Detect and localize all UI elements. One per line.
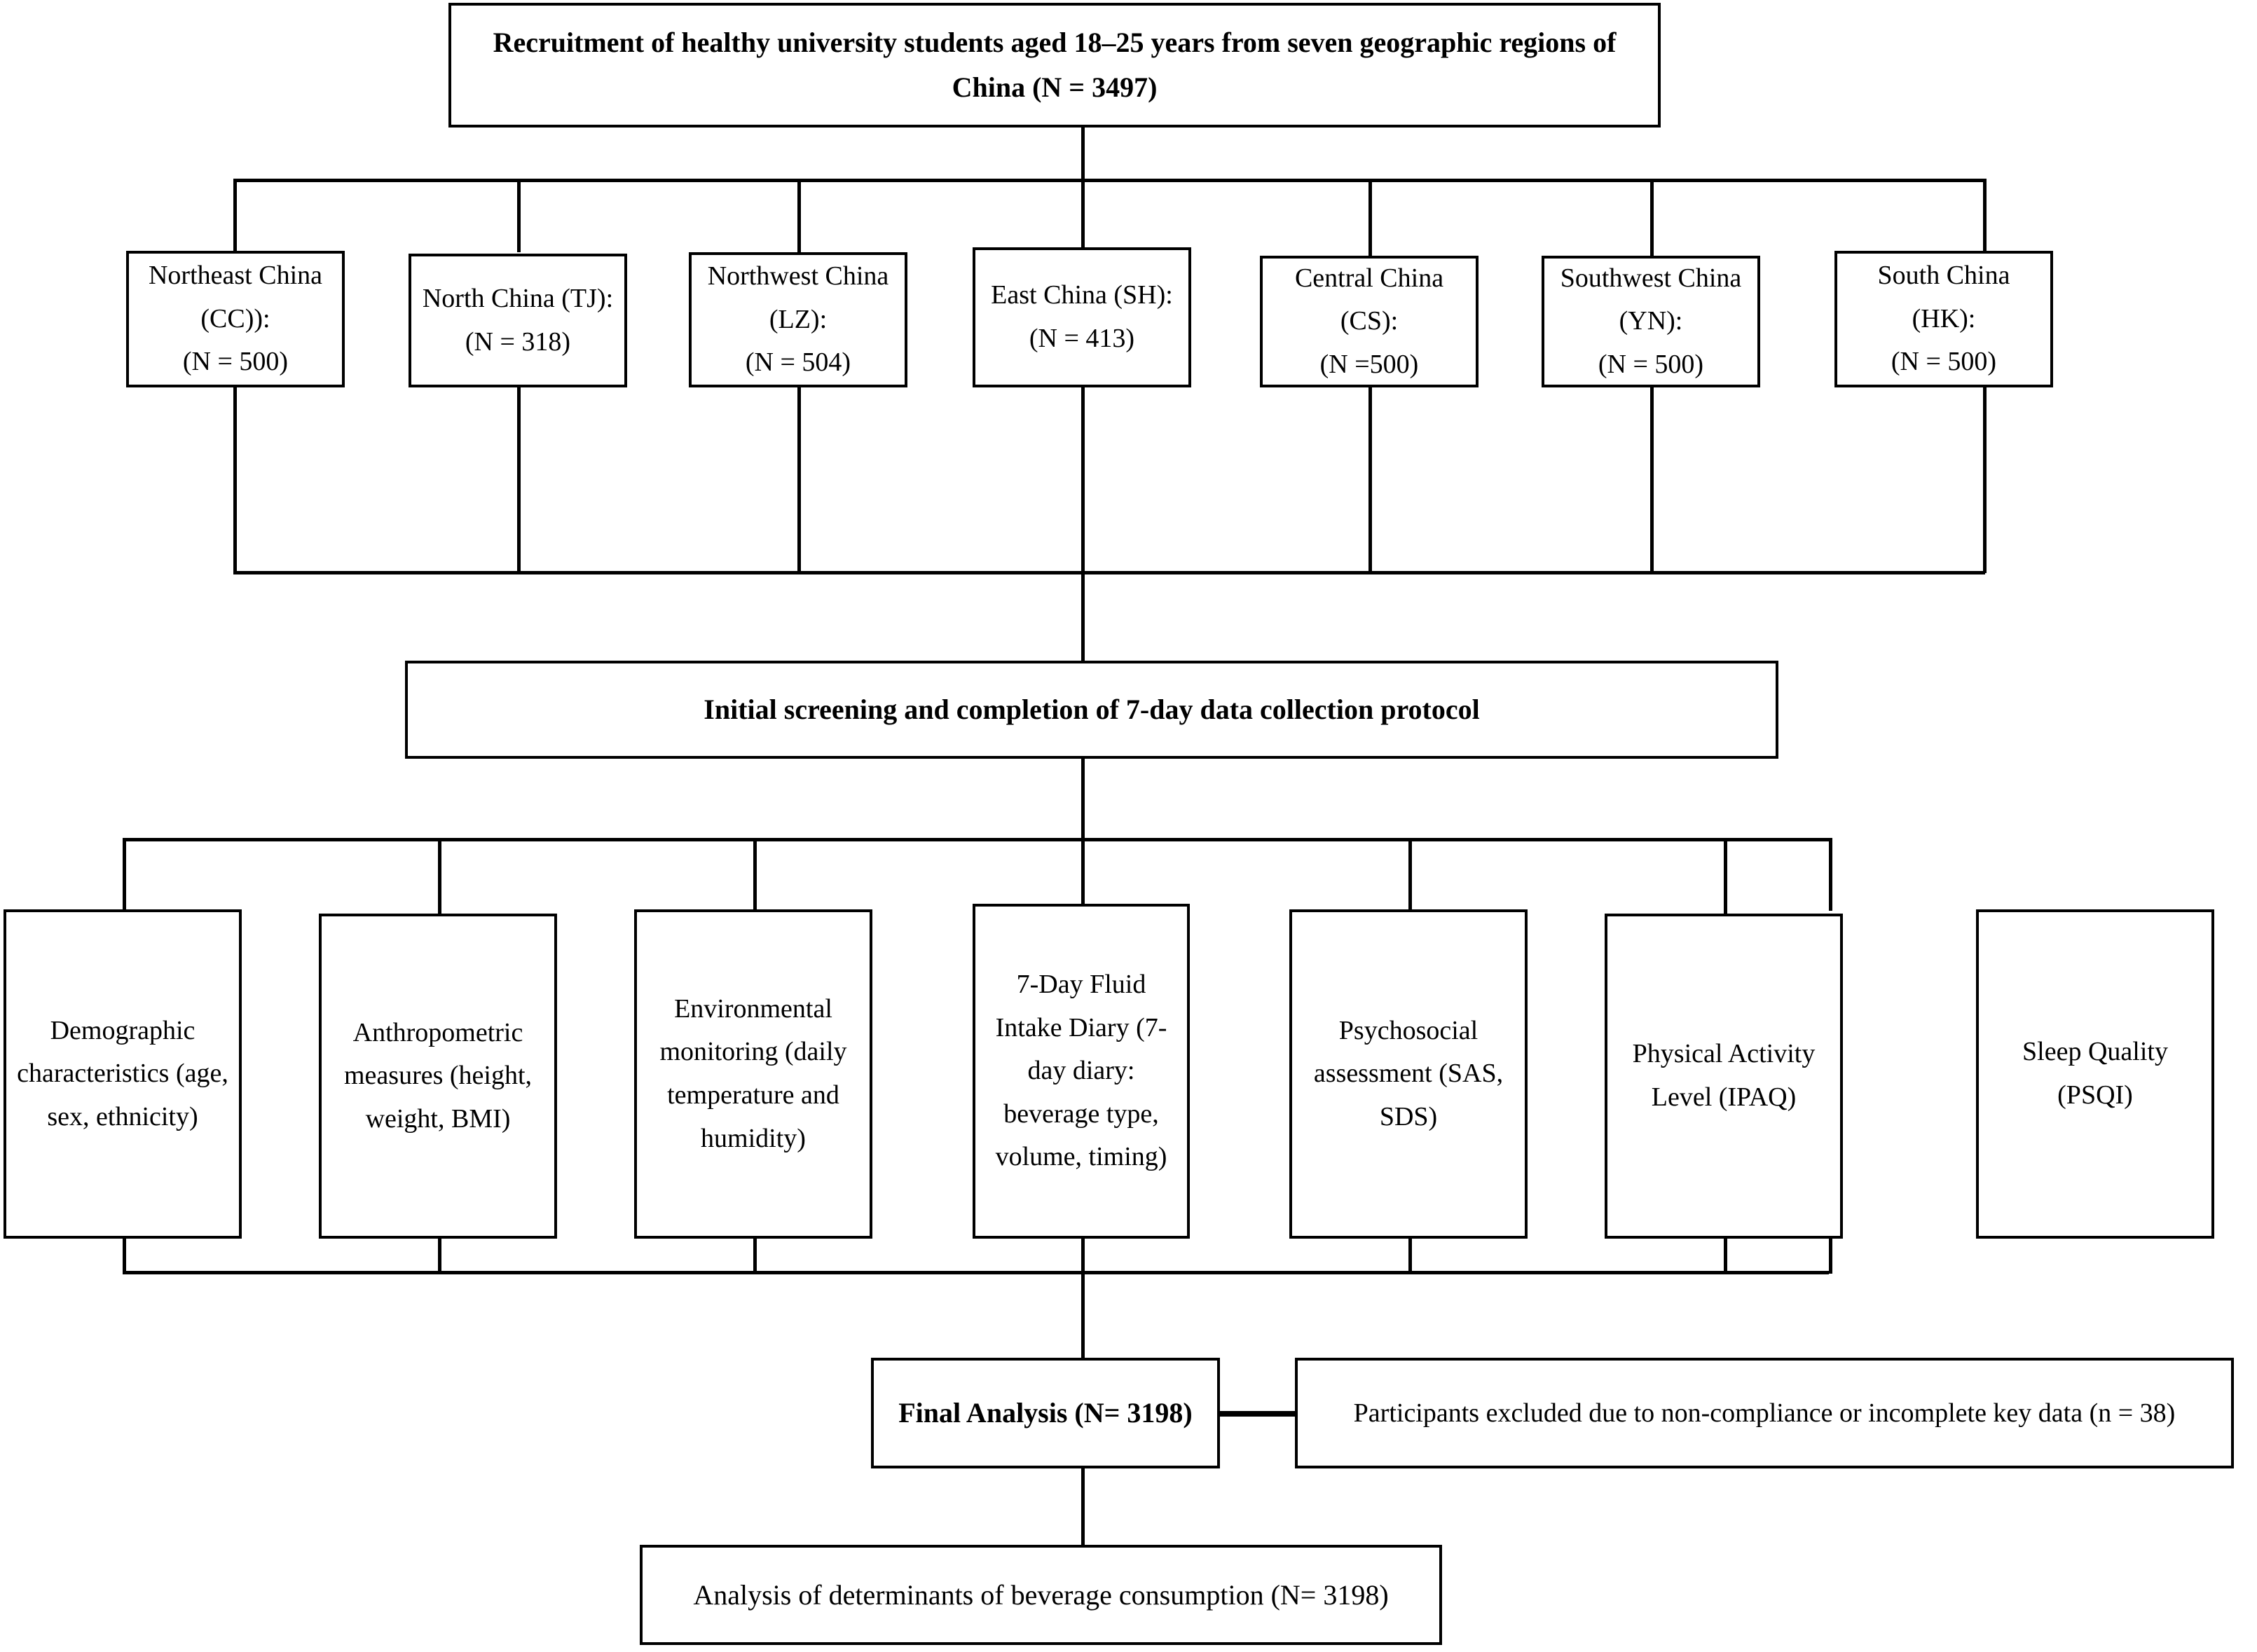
outcome-label: Analysis of determinants of beverage con…: [693, 1578, 1389, 1611]
connector-measures-collector-bar: [123, 1271, 1829, 1274]
outcome-box: Analysis of determinants of beverage con…: [640, 1545, 1442, 1645]
region-box-northwest: Northwest China (LZ): (N = 504): [689, 252, 907, 387]
connector-drop-measure-1: [123, 838, 126, 911]
connector-drop-region-1: [233, 179, 237, 252]
connector-region-collector-bar: [233, 571, 1985, 574]
region-box-southwest: Southwest China (YN): (N = 500): [1542, 256, 1760, 387]
measure-box-demographics: Demographic characteristics (age, sex, e…: [4, 909, 242, 1239]
measure-label: Anthropometric measures (height, weight,…: [343, 1017, 533, 1134]
connector-riser-region-7: [1983, 387, 1987, 573]
measure-label: Physical Activity Level (IPAQ): [1632, 1039, 1816, 1112]
connector-final-stem: [1081, 1271, 1085, 1362]
exclusion-label: Participants excluded due to non-complia…: [1353, 1398, 2176, 1428]
connector-riser-region-4: [1081, 387, 1085, 573]
connector-outcome-stem: [1081, 1468, 1085, 1548]
connector-title-stem: [1081, 128, 1085, 181]
region-label: Southwest China (YN): (N = 500): [1560, 263, 1742, 379]
screening-box: Initial screening and completion of 7-da…: [405, 661, 1778, 759]
connector-riser-region-6: [1650, 387, 1654, 573]
connector-drop-measure-3: [753, 838, 757, 911]
connector-region-distribution-bar: [233, 179, 1985, 182]
measure-label: Psychosocial assessment (SAS, SDS): [1313, 1015, 1504, 1131]
connector-drop-region-3: [797, 179, 801, 252]
connector-riser-measure-4: [1081, 1237, 1085, 1274]
connector-riser-measure-3: [753, 1237, 757, 1274]
measure-box-psychosocial: Psychosocial assessment (SAS, SDS): [1289, 909, 1528, 1239]
connector-drop-region-5: [1368, 179, 1372, 256]
measure-box-physical-activity: Physical Activity Level (IPAQ): [1605, 914, 1843, 1239]
connector-riser-region-1: [233, 387, 237, 573]
region-label: Northeast China (CC)): (N = 500): [148, 261, 322, 377]
connector-riser-measure-5: [1408, 1237, 1412, 1274]
connector-drop-region-2: [517, 179, 521, 252]
measure-label: Environmental monitoring (daily temperat…: [659, 993, 847, 1153]
region-box-south: South China (HK): (N = 500): [1834, 251, 2053, 387]
connector-riser-region-5: [1368, 387, 1372, 573]
measure-label: 7-Day Fluid Intake Diary (7-day diary: b…: [995, 970, 1167, 1172]
exclusion-box: Participants excluded due to non-complia…: [1295, 1358, 2234, 1468]
connector-drop-measure-6: [1724, 838, 1727, 915]
connector-riser-measure-1: [123, 1237, 126, 1274]
region-label: East China (SH): (N = 413): [991, 280, 1173, 353]
recruitment-box: Recruitment of healthy university studen…: [448, 3, 1661, 128]
connector-drop-region-7: [1983, 179, 1987, 252]
final-analysis-box: Final Analysis (N= 3198): [871, 1358, 1220, 1468]
connector-riser-measure-2: [438, 1237, 441, 1274]
region-box-central: Central China (CS): (N =500): [1260, 256, 1479, 387]
region-label: Central China (CS): (N =500): [1294, 263, 1444, 379]
connector-drop-measure-2: [438, 838, 441, 915]
measure-label: Sleep Quality (PSQI): [2022, 1037, 2168, 1110]
connector-drop-measure-4: [1081, 838, 1085, 905]
region-label: South China (HK): (N = 500): [1877, 261, 2010, 377]
connector-drop-measure-7: [1829, 838, 1832, 911]
recruitment-box-label: Recruitment of healthy university studen…: [493, 27, 1617, 103]
region-label: North China (TJ): (N = 318): [422, 283, 614, 357]
connector-screening-stem: [1081, 571, 1085, 662]
connector-riser-measure-6: [1724, 1237, 1727, 1274]
connector-final-to-exclusion: [1216, 1411, 1300, 1417]
connector-drop-measure-5: [1408, 838, 1412, 911]
measure-box-sleep-quality: Sleep Quality (PSQI): [1976, 909, 2214, 1239]
measure-box-fluid-intake-diary: 7-Day Fluid Intake Diary (7-day diary: b…: [973, 904, 1190, 1239]
connector-measures-distribution-bar: [123, 838, 1829, 841]
region-label: Northwest China (LZ): (N = 504): [707, 261, 889, 378]
region-box-north: North China (TJ): (N = 318): [409, 254, 627, 387]
region-box-northeast: Northeast China (CC)): (N = 500): [126, 251, 345, 387]
connector-riser-region-2: [517, 387, 521, 573]
connector-measures-stem: [1081, 759, 1085, 839]
region-box-east: East China (SH): (N = 413): [973, 247, 1191, 387]
connector-riser-measure-7: [1829, 1237, 1832, 1274]
connector-drop-region-6: [1650, 179, 1654, 256]
final-analysis-label: Final Analysis (N= 3198): [898, 1397, 1193, 1429]
screening-box-label: Initial screening and completion of 7-da…: [704, 694, 1480, 725]
measure-box-environmental: Environmental monitoring (daily temperat…: [634, 909, 872, 1239]
measure-label: Demographic characteristics (age, sex, e…: [17, 1015, 228, 1131]
measure-box-anthropometric: Anthropometric measures (height, weight,…: [319, 914, 557, 1239]
connector-riser-region-3: [797, 387, 801, 573]
connector-drop-region-4: [1081, 179, 1085, 252]
